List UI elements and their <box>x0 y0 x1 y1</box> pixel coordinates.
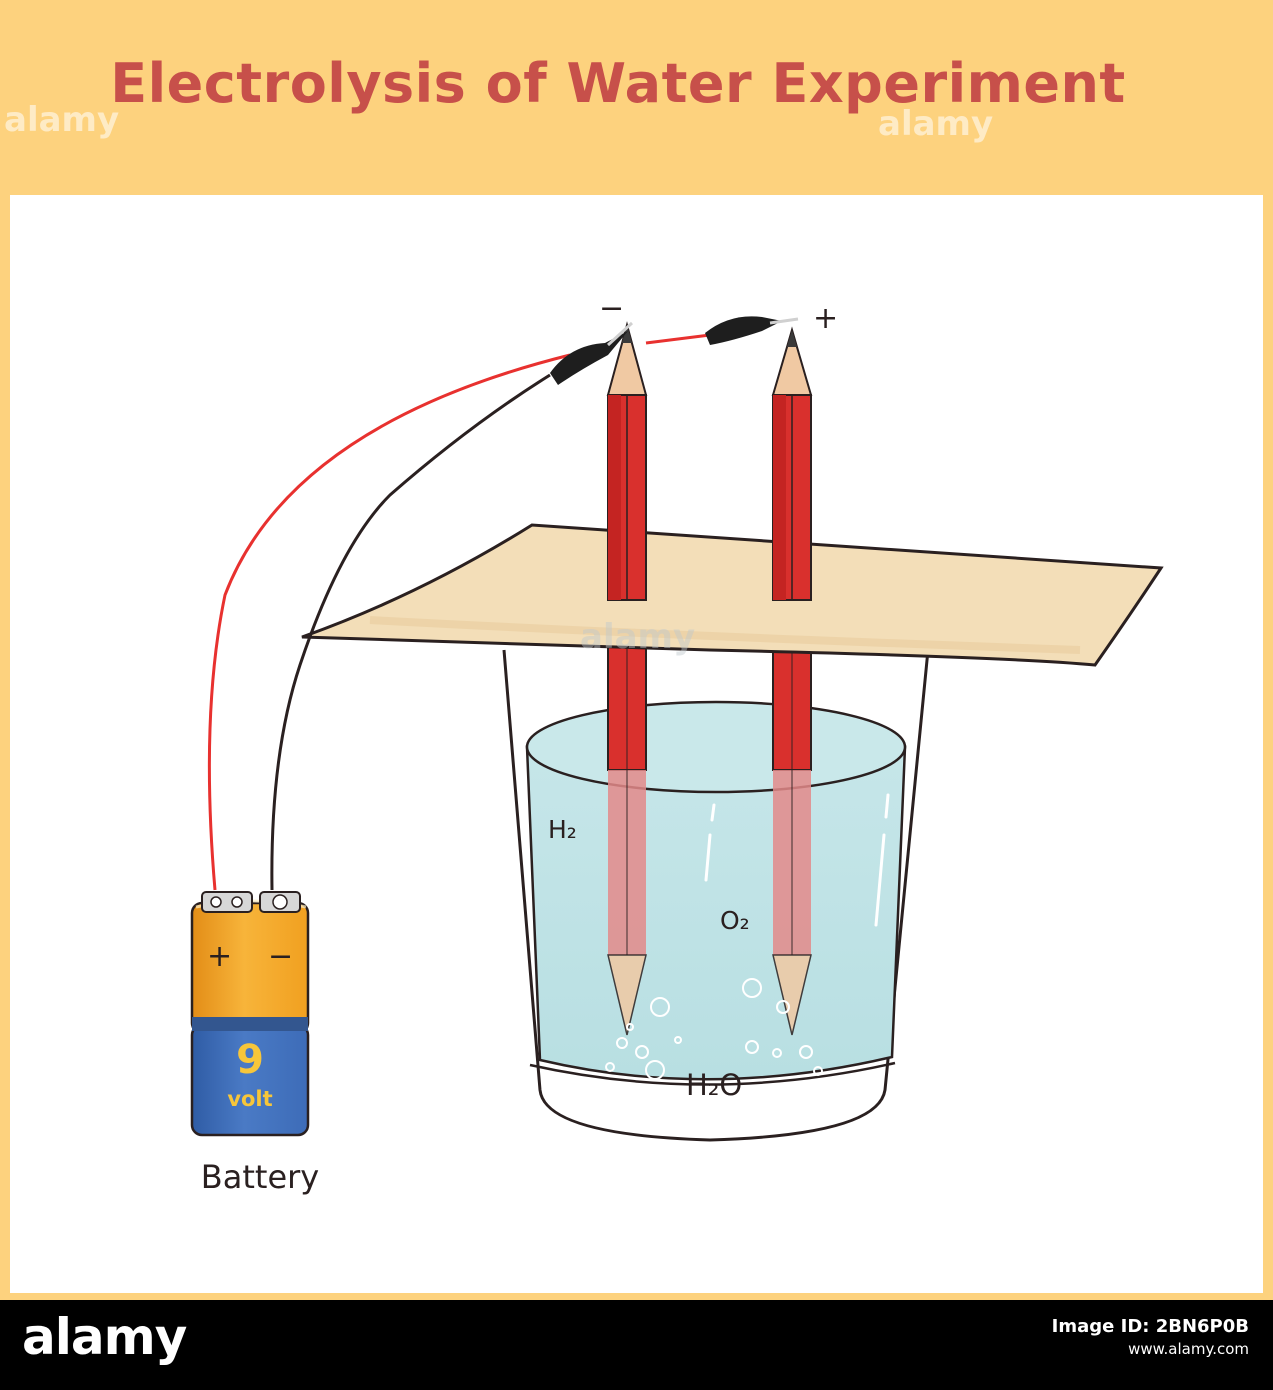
pencil-cathode <box>606 321 648 601</box>
footer-logo: alamy <box>22 1308 187 1366</box>
watermark: alamy <box>878 104 994 144</box>
battery-minus-sign: − <box>268 939 293 974</box>
battery <box>190 891 310 1137</box>
footer-image-info: Image ID: 2BN6P0B www.alamy.com <box>1052 1316 1249 1360</box>
pencil-anode-lower <box>772 639 812 1036</box>
title-banner: Electrolysis of Water Experiment alamy a… <box>0 0 1273 195</box>
pencil-cathode-lower <box>607 639 647 1036</box>
wires <box>207 333 711 891</box>
diagram-panel: − + H₂ O₂ H₂O + − 9 volt Battery alamy <box>10 195 1263 1293</box>
oxygen-label: O₂ <box>720 906 750 935</box>
page-title: Electrolysis of Water Experiment <box>110 52 1126 115</box>
footer-bar: alamy Image ID: 2BN6P0B www.alamy.com <box>0 1300 1273 1390</box>
watermark: alamy <box>4 100 120 140</box>
site-url[interactable]: www.alamy.com <box>1128 1340 1249 1358</box>
battery-terminals <box>201 891 301 913</box>
pencil-anode <box>771 326 813 601</box>
water-label: H₂O <box>686 1068 742 1102</box>
frame-border: Electrolysis of Water Experiment alamy a… <box>0 0 1273 1300</box>
anode-sign: + <box>813 301 838 336</box>
water <box>525 700 907 1081</box>
battery-unit: volt <box>227 1087 272 1111</box>
battery-caption: Battery <box>201 1158 319 1196</box>
watermark: alamy <box>580 617 696 657</box>
battery-plus-sign: + <box>207 939 232 974</box>
battery-voltage: 9 <box>236 1037 264 1083</box>
image-id: Image ID: 2BN6P0B <box>1051 1316 1249 1337</box>
electrolysis-diagram: − + H₂ O₂ H₂O + − 9 volt Battery <box>190 291 1164 1196</box>
glass <box>502 649 930 1142</box>
paper-card <box>301 523 1164 667</box>
hydrogen-label: H₂ <box>548 815 577 844</box>
gas-bubbles <box>605 978 823 1080</box>
alligator-clip-cathode <box>550 321 634 385</box>
cathode-sign: − <box>599 291 624 326</box>
alligator-clip-anode <box>705 316 799 345</box>
